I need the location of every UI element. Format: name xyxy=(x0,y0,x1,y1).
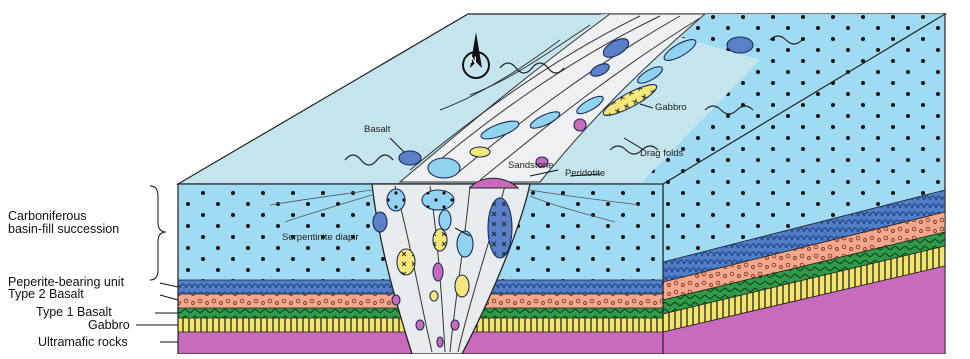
label-basalt: Basalt xyxy=(364,124,390,135)
label-peridotite: Peridotite xyxy=(565,168,605,179)
north-label: N xyxy=(470,55,477,65)
label-gabbro: Gabbro xyxy=(88,319,130,332)
basalt-block xyxy=(399,151,421,165)
left-brace xyxy=(136,186,178,342)
label-ultramafic: Ultramafic rocks xyxy=(38,336,128,349)
label-drag-folds: Drag folds xyxy=(640,148,683,159)
label-carboniferous-line2: basin-fill succession xyxy=(8,223,119,236)
label-sandstone: Sandstone xyxy=(508,160,553,171)
label-carboniferous: Carboniferous basin-fill succession xyxy=(8,210,119,236)
label-serpentinite-diapir: Serpentinite diapir xyxy=(282,232,359,243)
label-type2-basalt: Type 2 Basalt xyxy=(8,288,84,301)
label-gabbro-block: Gabbro xyxy=(655,102,687,113)
